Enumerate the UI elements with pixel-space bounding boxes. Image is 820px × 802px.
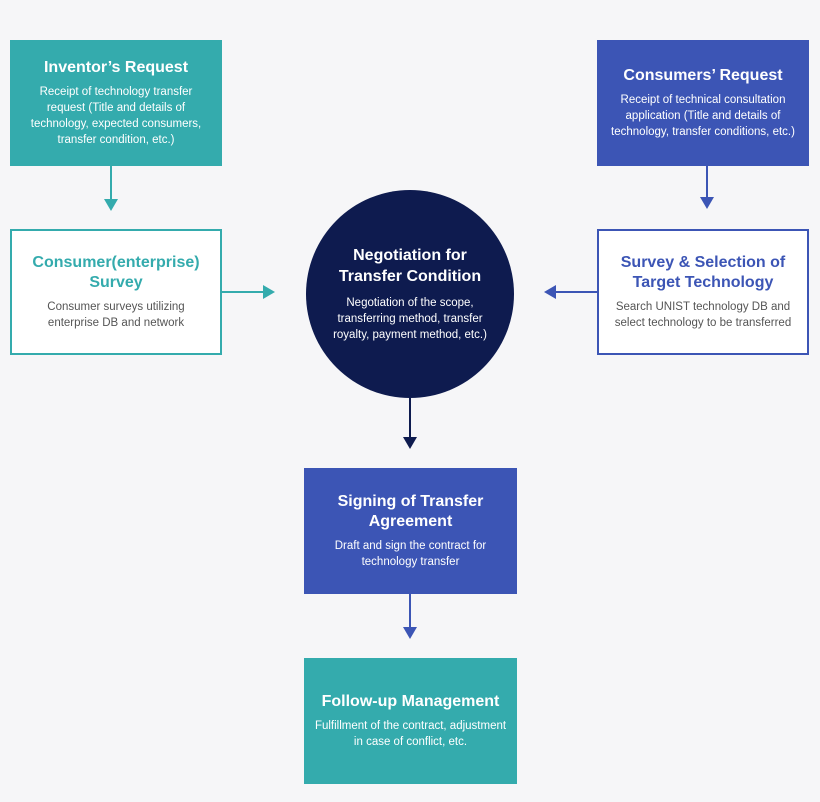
arrow-survey-to-negotiation (222, 285, 275, 299)
inventors-request-box: Inventor’s Request Receipt of technology… (10, 40, 222, 166)
signing-agreement-desc: Draft and sign the contract for technolo… (334, 540, 487, 568)
inventors-request-title: Inventor’s Request (43, 59, 189, 76)
negotiation-title: Negotiation for Transfer Condition (338, 247, 482, 285)
follow-up-desc: Fulfillment of the contract, adjustment … (314, 720, 507, 748)
signing-agreement-box: Signing of Transfer Agreement Draft and … (304, 468, 517, 594)
arrow-consumers-to-selection (700, 166, 714, 209)
consumers-request-box: Consumers’ Request Receipt of technical … (597, 40, 809, 166)
arrow-negotiation-to-signing (403, 398, 417, 449)
arrow-inventor-to-survey (104, 166, 118, 211)
arrow-signing-to-followup (403, 594, 417, 639)
signing-agreement-title: Signing of Transfer Agreement (337, 493, 484, 530)
arrow-selection-to-negotiation (544, 285, 597, 299)
survey-selection-title: Survey & Selection of Target Technology (620, 254, 786, 291)
follow-up-box: Follow-up Management Fulfillment of the … (304, 658, 517, 784)
consumers-request-desc: Receipt of technical consultation applic… (611, 94, 795, 138)
negotiation-desc: Negotiation of the scope, transferring m… (333, 297, 487, 341)
survey-selection-box: Survey & Selection of Target Technology … (597, 229, 809, 355)
consumer-survey-box: Consumer(enterprise) Survey Consumer sur… (10, 229, 222, 355)
follow-up-title: Follow-up Management (321, 693, 500, 710)
inventors-request-desc: Receipt of technology transfer request (… (30, 86, 202, 146)
survey-selection-desc: Search UNIST technology DB and select te… (614, 301, 792, 329)
consumer-survey-desc: Consumer surveys utilizing enterprise DB… (47, 301, 185, 329)
consumer-survey-title: Consumer(enterprise) Survey (32, 254, 200, 291)
consumers-request-title: Consumers’ Request (623, 67, 783, 84)
negotiation-circle: Negotiation for Transfer Condition Negot… (306, 190, 514, 398)
